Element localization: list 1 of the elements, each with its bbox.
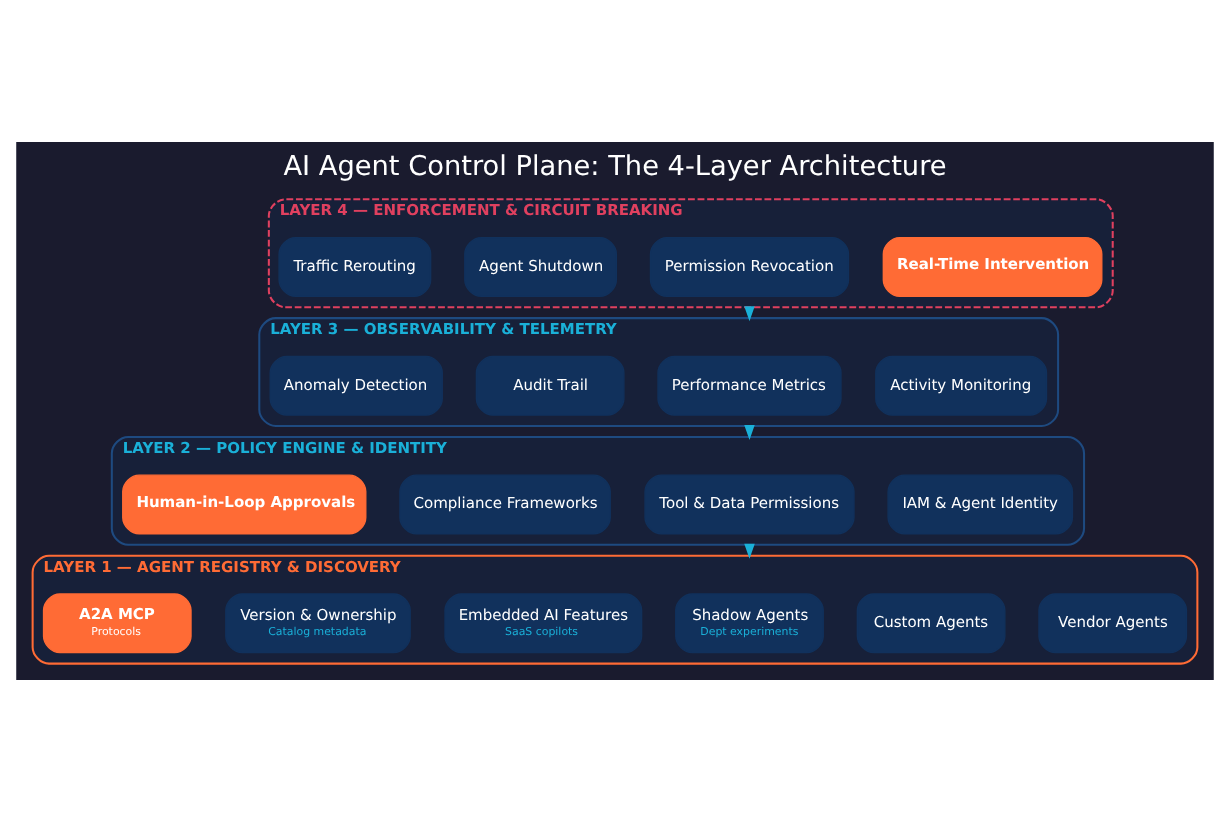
diagram-title: AI Agent Control Plane: The 4-Layer Architecture xyxy=(283,149,947,182)
